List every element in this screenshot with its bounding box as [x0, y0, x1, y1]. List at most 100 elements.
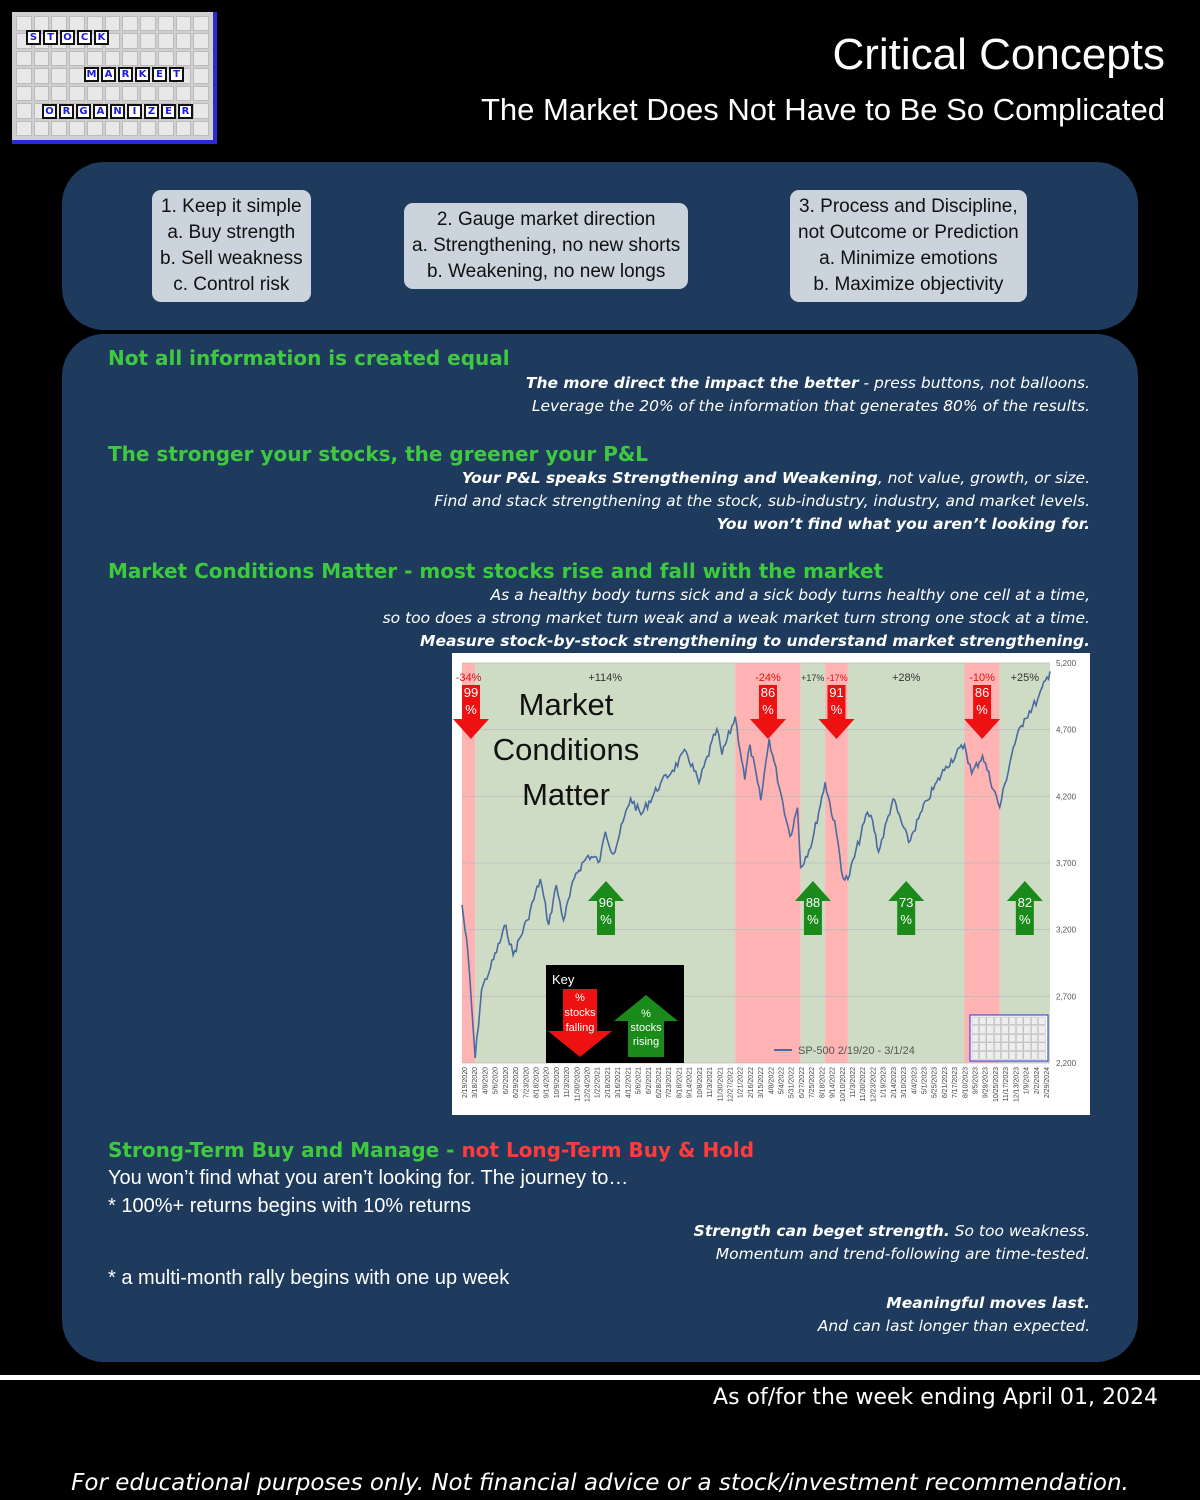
mini-logo-cell: [1038, 1034, 1046, 1043]
period-change-label: +114%: [588, 672, 622, 684]
logo-cell: [33, 50, 50, 67]
logo-letter: I: [127, 104, 142, 119]
x-tick-label: 3/18/2020: [472, 1067, 479, 1098]
mini-logo-cell: [986, 1034, 994, 1043]
logo-cell: [16, 120, 32, 136]
mini-logo-cell: [1031, 1042, 1039, 1051]
breadth-label: 86: [761, 685, 775, 700]
mini-logo-cell: [979, 1016, 987, 1026]
key-falling-label: stocks: [564, 1007, 596, 1019]
logo-cell: [193, 103, 209, 119]
concept-line: 3. Process and Discipline,: [799, 196, 1018, 217]
key-rising-label: rising: [633, 1036, 659, 1048]
mini-logo-cell: [1023, 1025, 1031, 1034]
x-tick-label: 7/25/2022: [809, 1067, 816, 1098]
x-tick-label: 8/18/2020: [533, 1067, 540, 1098]
y-tick-label: 4,700: [1056, 726, 1077, 735]
period-change-label: +25%: [1011, 672, 1040, 684]
breadth-label: %: [1019, 912, 1031, 927]
logo-cell: [69, 85, 85, 102]
breadth-label: %: [807, 912, 819, 927]
x-tick-label: 10/8/2021: [697, 1067, 704, 1098]
period-change-label: -10%: [969, 672, 995, 684]
logo-letter: G: [76, 104, 91, 119]
strength-bold-text: Strength can beget strength.: [693, 1222, 950, 1240]
logo-cell: [140, 16, 156, 32]
x-tick-label: 7/23/2020: [523, 1067, 530, 1098]
logo-letter: E: [161, 104, 176, 119]
breadth-up-arrow: [588, 881, 624, 935]
logo-cell: [140, 120, 156, 136]
logo-cell: [157, 120, 174, 136]
period-change-label: -17%: [827, 673, 848, 683]
logo-cell: [157, 50, 174, 67]
x-tick-label: 1/9/2024: [1024, 1067, 1031, 1094]
y-tick-label: 2,700: [1056, 992, 1077, 1001]
strong-term-line-2: * 100%+ returns begins with 10% returns: [108, 1195, 471, 1217]
heading-information: Not all information is created equal: [108, 346, 510, 370]
strong-term-line-3: * a multi-month rally begins with one up…: [108, 1267, 510, 1289]
x-tick-label: 2/19/2020: [462, 1067, 469, 1098]
x-tick-label: 4/12/2021: [625, 1067, 632, 1098]
logo-cell: [51, 85, 68, 102]
mini-logo-cell: [994, 1051, 1002, 1060]
mini-logo-cell: [986, 1016, 994, 1026]
x-tick-label: 9/14/2022: [830, 1067, 837, 1098]
mini-logo-cell: [971, 1034, 979, 1043]
x-tick-label: 6/21/2023: [942, 1067, 949, 1098]
breadth-label: %: [976, 702, 988, 717]
x-tick-label: 5/6/2020: [493, 1067, 500, 1094]
logo-cell: [193, 120, 209, 136]
mini-logo-cell: [1023, 1034, 1031, 1043]
concept-line: not Outcome or Prediction: [798, 222, 1019, 243]
logo-cell: [157, 33, 174, 49]
disclaimer: For educational purposes only. Not finan…: [71, 1470, 1129, 1496]
strength-rest-text: So too weakness.: [949, 1222, 1090, 1240]
legend-label: SP-500 2/19/20 - 3/1/24: [798, 1045, 915, 1057]
mini-logo-cell: [1038, 1042, 1046, 1051]
y-tick-label: 2,200: [1056, 1059, 1077, 1068]
information-text: The more direct the impact the better - …: [526, 372, 1090, 418]
breadth-label: %: [465, 702, 477, 717]
breadth-label: 88: [806, 895, 820, 910]
x-tick-label: 9/5/2023: [973, 1067, 980, 1094]
logo-cell: [122, 50, 139, 67]
logo-cell: [122, 85, 139, 102]
concept-line: b. Maximize objectivity: [813, 274, 1004, 295]
period-change-label: -34%: [456, 672, 482, 684]
logo-cell: [16, 68, 32, 84]
mini-logo-cell: [1016, 1025, 1024, 1034]
mini-logo-cell: [1016, 1042, 1024, 1051]
logo-cell: [104, 120, 121, 136]
mini-logo-cell: [979, 1042, 987, 1051]
mini-logo-cell: [994, 1034, 1002, 1043]
stronger-line-3: You won’t find what you aren’t looking f…: [716, 515, 1090, 533]
mini-logo-cell: [1038, 1016, 1046, 1026]
breadth-up-arrow: [888, 881, 925, 935]
heading-strong-term-red: not Long-Term Buy & Hold: [461, 1138, 755, 1162]
mini-logo-cell: [994, 1016, 1002, 1026]
x-tick-label: 3/16/2021: [615, 1067, 622, 1098]
divider: [0, 1375, 1200, 1380]
logo-cell: [175, 50, 192, 67]
breadth-up-arrow: [1006, 881, 1043, 935]
x-tick-label: 12/27/2021: [727, 1067, 734, 1102]
mini-logo-cell: [971, 1025, 979, 1034]
strong-term-right-text-1: Strength can beget strength. So too weak…: [694, 1220, 1090, 1266]
information-bold-text: The more direct the impact the better: [525, 374, 859, 392]
x-tick-label: 12/23/2022: [870, 1067, 877, 1102]
concept-line: a. Minimize emotions: [819, 248, 998, 269]
logo-cell: [122, 16, 139, 32]
y-tick-label: 4,200: [1056, 792, 1077, 801]
mini-logo-cell: [1008, 1051, 1016, 1060]
concept-line: b. Weakening, no new longs: [426, 261, 666, 282]
logo-letter: R: [118, 67, 133, 82]
mini-logo-cell: [1008, 1016, 1016, 1026]
mini-logo-cell: [1016, 1051, 1024, 1060]
logo-cell: [86, 120, 103, 136]
concept-line: 1. Keep it simple: [161, 196, 302, 217]
logo-cell: [86, 85, 103, 102]
mini-logo-cell: [994, 1042, 1002, 1051]
breadth-down-arrow: [749, 685, 786, 739]
